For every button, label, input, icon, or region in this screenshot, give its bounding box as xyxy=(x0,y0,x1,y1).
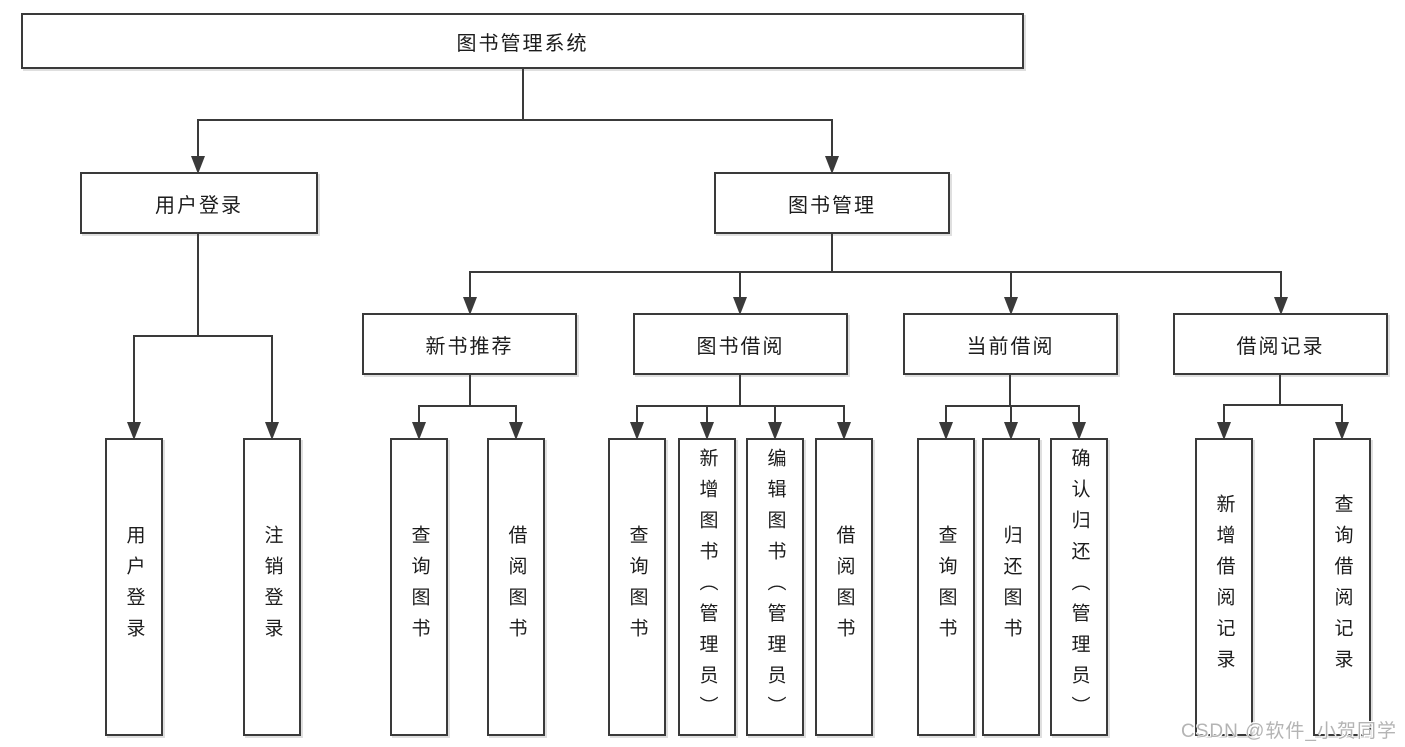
node-book-management: 图书管理 xyxy=(714,172,950,234)
leaf-query-borrow-record-label: 查询借阅记录 xyxy=(1331,494,1353,680)
leaf-borrow-books: 借阅图书 xyxy=(815,438,873,736)
node-new-book-recommend: 新书推荐 xyxy=(362,313,577,375)
node-book-management-label: 图书管理 xyxy=(788,194,876,217)
leaf-add-borrow-record: 新增借阅记录 xyxy=(1195,438,1253,736)
leaf-logout: 注销登录 xyxy=(243,438,301,736)
leaf-query-books-recommend: 查询图书 xyxy=(390,438,448,736)
leaf-edit-book-admin: 编辑图书（管理员） xyxy=(746,438,804,736)
leaf-query-books-recommend-label: 查询图书 xyxy=(408,525,430,649)
leaf-return-book: 归还图书 xyxy=(982,438,1040,736)
leaf-add-borrow-record-label: 新增借阅记录 xyxy=(1213,494,1235,680)
leaf-borrow-books-recommend-label: 借阅图书 xyxy=(505,525,527,649)
leaf-query-books-borrow: 查询图书 xyxy=(608,438,666,736)
leaf-query-books-borrow-label: 查询图书 xyxy=(626,525,648,649)
leaf-add-book-admin: 新增图书（管理员） xyxy=(678,438,736,736)
leaf-query-books-current-label: 查询图书 xyxy=(935,525,957,649)
leaf-confirm-return-admin: 确认归还（管理员） xyxy=(1050,438,1108,736)
node-root-label: 图书管理系统 xyxy=(456,32,589,55)
node-current-borrow-label: 当前借阅 xyxy=(966,335,1055,358)
leaf-user-login-label: 用户登录 xyxy=(123,525,145,649)
node-borrow-records: 借阅记录 xyxy=(1173,313,1388,375)
leaf-logout-label: 注销登录 xyxy=(261,525,283,649)
leaf-return-book-label: 归还图书 xyxy=(1000,525,1022,649)
node-new-book-recommend-label: 新书推荐 xyxy=(425,335,514,358)
node-root: 图书管理系统 xyxy=(21,13,1024,69)
leaf-query-books-current: 查询图书 xyxy=(917,438,975,736)
node-borrow-records-label: 借阅记录 xyxy=(1236,335,1325,358)
watermark-text: CSDN @软件_小贺同学 xyxy=(1181,721,1397,742)
node-current-borrow: 当前借阅 xyxy=(903,313,1118,375)
leaf-borrow-books-recommend: 借阅图书 xyxy=(487,438,545,736)
node-book-borrow-label: 图书借阅 xyxy=(696,335,785,358)
leaf-add-book-admin-label: 新增图书（管理员） xyxy=(696,447,718,727)
node-book-borrow: 图书借阅 xyxy=(633,313,848,375)
leaf-confirm-return-admin-label: 确认归还（管理员） xyxy=(1068,447,1090,727)
leaf-edit-book-admin-label: 编辑图书（管理员） xyxy=(764,447,786,727)
leaf-user-login: 用户登录 xyxy=(105,438,163,736)
node-user-login-label: 用户登录 xyxy=(155,194,243,217)
arrowheads xyxy=(127,156,1349,440)
leaf-query-borrow-record: 查询借阅记录 xyxy=(1313,438,1371,736)
leaf-borrow-books-label: 借阅图书 xyxy=(833,525,855,649)
node-user-login: 用户登录 xyxy=(80,172,318,234)
